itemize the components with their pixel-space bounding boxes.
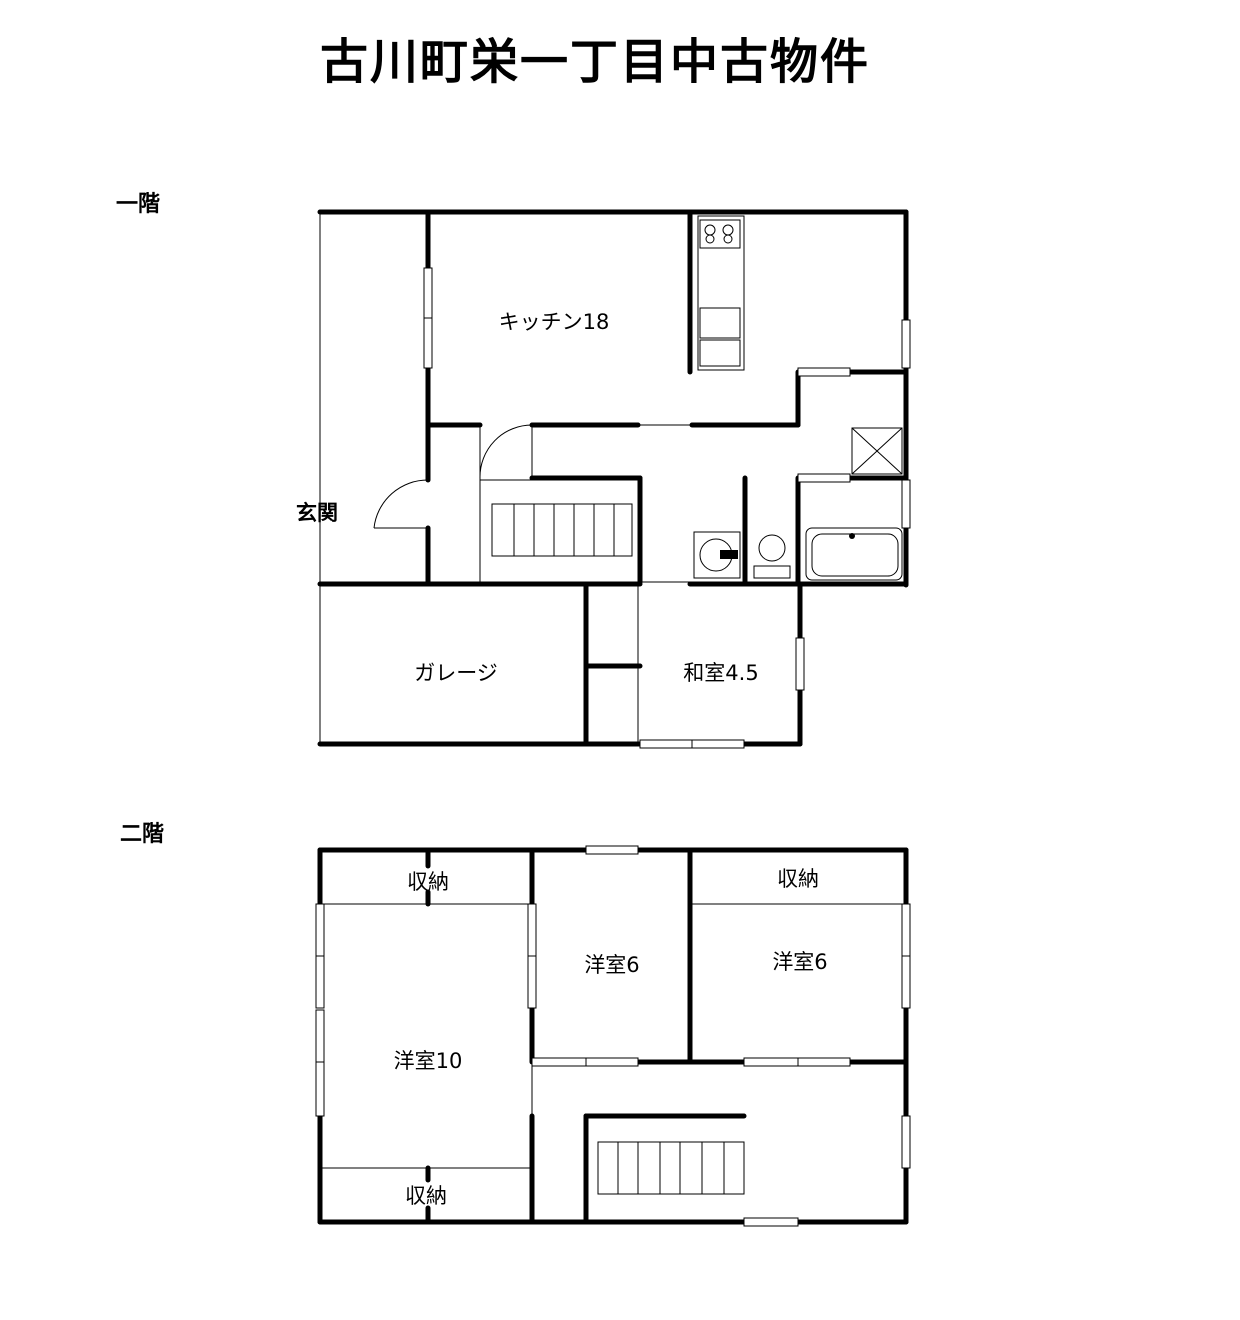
floor-label-first: 一階 (116, 192, 161, 217)
room-label-youshitsu-10: 洋室10 (394, 1049, 463, 1073)
room-label-garage: ガレージ (414, 661, 498, 685)
room-label-storage-top-left: 収納 (407, 870, 449, 894)
room-label-entrance: 玄関 (296, 501, 338, 525)
room-label-youshitsu-6-right: 洋室6 (772, 950, 827, 974)
room-label-storage-bottom: 収納 (405, 1184, 447, 1208)
room-label-kitchen: キッチン18 (499, 310, 610, 334)
first-floor-plan (317, 209, 911, 749)
room-label-washitsu: 和室4.5 (683, 661, 758, 685)
floor-label-second: 二階 (120, 822, 165, 847)
page-title: 古川町栄一丁目中古物件 (319, 34, 870, 90)
second-floor-plan (315, 845, 911, 1227)
room-label-storage-top-right: 収納 (777, 867, 819, 891)
room-label-youshitsu-6-middle: 洋室6 (584, 953, 639, 977)
